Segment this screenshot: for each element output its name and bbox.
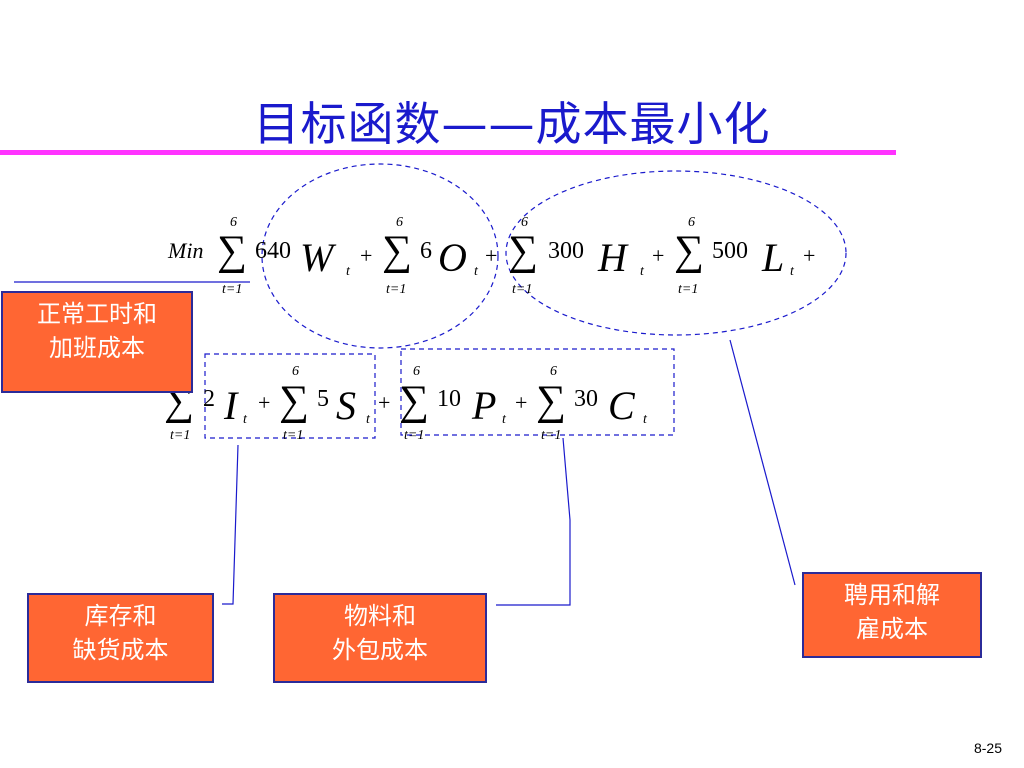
sub-l: t — [790, 264, 794, 279]
plus-sign: + — [803, 243, 816, 268]
plus-sign: + — [652, 243, 665, 268]
sigma-symbol: ∑ — [674, 228, 704, 274]
title-underline — [0, 150, 896, 155]
sum-lower: t=1 — [541, 428, 562, 443]
var-c: C — [608, 383, 635, 428]
sigma-symbol: ∑ — [399, 378, 429, 424]
plus-sign: + — [515, 390, 528, 415]
sum-upper: 6 — [396, 215, 403, 230]
coef-c: 30 — [574, 386, 598, 412]
coef-o: 6 — [420, 238, 432, 264]
sigma-symbol: ∑ — [382, 228, 412, 274]
plus-sign: + — [360, 243, 373, 268]
material-cost-dashbox — [400, 348, 675, 436]
page-number: 8-25 — [973, 740, 1002, 756]
coef-i: 2 — [203, 386, 215, 412]
label-inventory-cost: 库存和 缺货成本 — [27, 593, 214, 683]
sigma-symbol: ∑ — [217, 228, 247, 274]
sum-lower: t=1 — [678, 282, 699, 297]
var-o: O — [438, 235, 467, 280]
labor-cost-ellipse — [261, 163, 499, 349]
hire-connector — [729, 339, 796, 586]
sigma-symbol: ∑ — [508, 228, 538, 274]
plus-sign: + — [485, 243, 498, 268]
sum-lower: t=1 — [404, 428, 425, 443]
coef-h: 300 — [548, 238, 584, 264]
sigma-symbol: ∑ — [279, 378, 309, 424]
sum-lower: t=1 — [222, 282, 243, 297]
var-h: H — [598, 235, 627, 280]
coef-w: 640 — [255, 238, 291, 264]
coef-p: 10 — [437, 386, 461, 412]
sub-s: t — [366, 412, 370, 427]
sub-i: t — [243, 412, 247, 427]
slide-title: 目标函数——成本最小化 — [0, 88, 1024, 154]
sum-upper: 6 — [230, 215, 237, 230]
sum-upper: 6 — [550, 364, 557, 379]
label-labor-cost: 正常工时和 加班成本 — [1, 291, 193, 393]
sub-h: t — [640, 264, 644, 279]
material-connector — [496, 437, 571, 606]
coef-s: 5 — [317, 386, 329, 412]
var-w: W — [300, 235, 334, 280]
sum-upper: 6 — [521, 215, 528, 230]
var-p: P — [472, 383, 497, 428]
sum-lower: t=1 — [386, 282, 407, 297]
sub-c: t — [643, 412, 647, 427]
plus-sign: + — [378, 390, 391, 415]
sub-o: t — [474, 264, 478, 279]
sum-upper: 6 — [292, 364, 299, 379]
sub-w: t — [346, 264, 350, 279]
sum-upper: 6 — [688, 215, 695, 230]
label-hire-fire-cost: 聘用和解 雇成本 — [802, 572, 982, 658]
var-l: L — [762, 235, 785, 280]
var-s: S — [336, 383, 356, 428]
sum-lower: t=1 — [170, 428, 191, 443]
coef-l: 500 — [712, 238, 748, 264]
inventory-cost-dashbox — [204, 353, 376, 439]
sum-lower: t=1 — [512, 282, 533, 297]
min-label: Min — [168, 238, 204, 263]
sum-lower: t=1 — [283, 428, 304, 443]
var-i: I — [224, 383, 238, 428]
slide-title-text: 目标函数——成本最小化 — [253, 97, 771, 151]
hire-cost-ellipse — [505, 170, 847, 336]
inventory-connector — [222, 444, 239, 605]
sigma-symbol: ∑ — [536, 378, 566, 424]
sum-upper: 6 — [413, 364, 420, 379]
label-material-cost: 物料和 外包成本 — [273, 593, 487, 683]
plus-sign: + — [258, 390, 271, 415]
sub-p: t — [502, 412, 506, 427]
